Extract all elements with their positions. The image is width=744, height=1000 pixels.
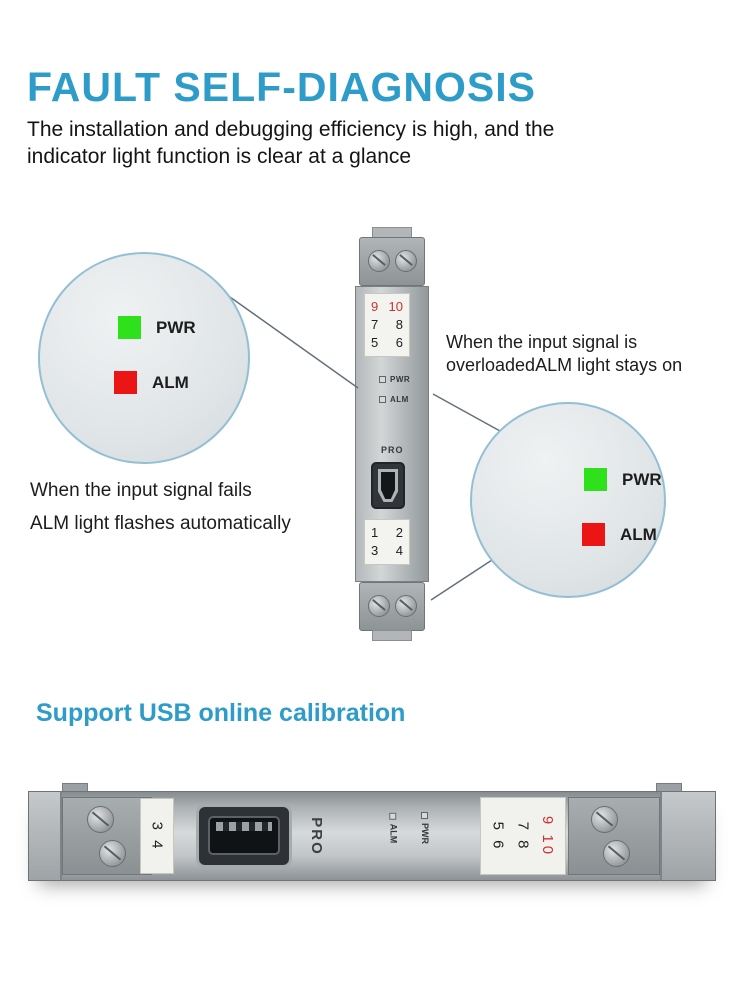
terminal-number-column: 5 6 <box>486 798 510 874</box>
terminal-number: 4 <box>395 543 403 558</box>
pwr-led-label: PWR <box>390 375 411 384</box>
alm-red-led-icon <box>114 371 137 394</box>
terminal-number-label-right: 5 6 7 8 9 10 <box>480 797 566 875</box>
terminal-numbers: 5 6 <box>489 821 507 851</box>
terminal-number-column: 9 10 <box>536 798 560 874</box>
terminal-number: 10 <box>388 299 403 314</box>
usb-pins-icon <box>216 822 272 831</box>
pwr-led-label: PWR <box>420 823 430 844</box>
terminal-block-right <box>568 797 660 875</box>
terminal-number: 7 <box>371 317 379 332</box>
page-title: FAULT SELF-DIAGNOSIS <box>27 64 536 110</box>
right-note-line-1: When the input signal is <box>446 332 638 352</box>
terminal-block-left <box>62 797 152 875</box>
terminal-number: 9 <box>371 299 379 314</box>
pro-port-label: PRO <box>381 445 404 455</box>
terminal-screw-icon <box>99 840 126 867</box>
alm-led-icon <box>389 812 397 820</box>
alm-label: ALM <box>152 372 189 392</box>
pwr-led-icon <box>421 812 429 819</box>
din-clip-bottom <box>372 630 412 641</box>
terminal-number: 1 <box>371 525 379 540</box>
left-note-line-2: ALM light flashes automatically <box>30 513 291 534</box>
pwr-green-led-icon <box>118 316 141 339</box>
alm-led-icon <box>379 396 386 403</box>
alm-red-led-icon <box>582 523 605 546</box>
terminal-number: 3 <box>371 543 379 558</box>
right-callout-line-upper <box>432 393 501 432</box>
terminal-screw-icon <box>395 250 417 272</box>
alm-indicator-row: ALM <box>114 371 189 394</box>
terminal-screw-icon <box>368 595 390 617</box>
pro-label-text: PRO <box>307 816 325 856</box>
terminal-screw-icon <box>591 806 618 833</box>
page-subtitle: The installation and debugging efficienc… <box>27 116 554 170</box>
terminal-number: 5 <box>371 335 379 350</box>
terminal-block-bottom <box>359 582 425 631</box>
pwr-label: PWR <box>622 469 662 489</box>
isolator-side-view: 3 4 PRO ALM PWR 5 6 <box>28 783 716 889</box>
terminal-number: 6 <box>395 335 403 350</box>
left-callout-line <box>229 296 359 389</box>
terminal-number-row: 1 2 <box>371 524 403 542</box>
terminal-screw-icon <box>87 806 114 833</box>
terminal-number-row: 3 4 <box>371 542 403 560</box>
terminal-screw-icon <box>395 595 417 617</box>
terminal-numbers: 3 4 <box>148 821 166 851</box>
mini-usb-port-large <box>196 804 292 868</box>
pwr-led-icon <box>379 376 386 383</box>
isolator-front-view: 9 10 7 8 5 6 PWR ALM <box>350 227 434 641</box>
terminal-screw-icon <box>603 840 630 867</box>
device-body: 9 10 7 8 5 6 PWR ALM <box>355 286 429 582</box>
alm-led-row: ALM <box>379 395 410 404</box>
terminal-number-label-upper: 9 10 7 8 5 6 <box>364 293 410 357</box>
alm-indicator-row: ALM <box>582 523 657 546</box>
right-note-line-2: overloadedALM light stays on <box>446 355 683 375</box>
terminal-screw-icon <box>368 250 390 272</box>
subtitle-line-1: The installation and debugging efficienc… <box>27 118 555 141</box>
terminal-number-label-left: 3 4 <box>140 798 174 874</box>
terminal-number-row: 7 8 <box>371 316 403 334</box>
left-note-line-1: When the input signal fails <box>30 480 252 501</box>
pwr-led-row: PWR <box>379 375 410 384</box>
usb-section-title: Support USB online calibration <box>36 699 406 727</box>
mini-usb-opening <box>208 816 280 855</box>
alm-led-row: ALM <box>384 805 402 851</box>
terminal-number: 2 <box>395 525 403 540</box>
terminal-number-column: 7 8 <box>511 798 535 874</box>
alm-led-label: ALM <box>390 395 409 404</box>
pwr-led-row: PWR <box>416 805 434 851</box>
alm-led-label: ALM <box>388 823 398 844</box>
pwr-indicator-row: PWR <box>584 468 662 491</box>
led-zoom-callout-right: PWR ALM <box>470 402 666 598</box>
terminal-number: 8 <box>395 317 403 332</box>
front-led-indicators: PWR ALM <box>379 375 410 415</box>
pwr-indicator-row: PWR <box>118 316 196 339</box>
alm-label: ALM <box>620 524 657 544</box>
alm-led-group: ALM <box>388 812 398 844</box>
end-cap-right <box>660 791 716 881</box>
pwr-green-led-icon <box>584 468 607 491</box>
mini-usb-port <box>371 462 405 509</box>
terminal-number-row: 5 6 <box>371 334 403 352</box>
subtitle-line-2: indicator light function is clear at a g… <box>27 145 412 168</box>
pwr-led-group: PWR <box>420 812 430 844</box>
led-zoom-callout-left: PWR ALM <box>38 252 250 464</box>
pwr-label: PWR <box>156 317 196 337</box>
terminal-block-top <box>359 237 425 286</box>
right-callout-line-lower <box>430 559 493 601</box>
terminal-number-row: 9 10 <box>371 298 403 316</box>
mini-usb-opening <box>378 469 398 502</box>
end-cap-left <box>28 791 62 881</box>
terminal-numbers: 9 10 <box>539 815 557 857</box>
pro-port-label: PRO <box>304 809 328 863</box>
terminal-numbers: 7 8 <box>514 821 532 851</box>
terminal-number-label-lower: 1 2 3 4 <box>364 519 410 565</box>
